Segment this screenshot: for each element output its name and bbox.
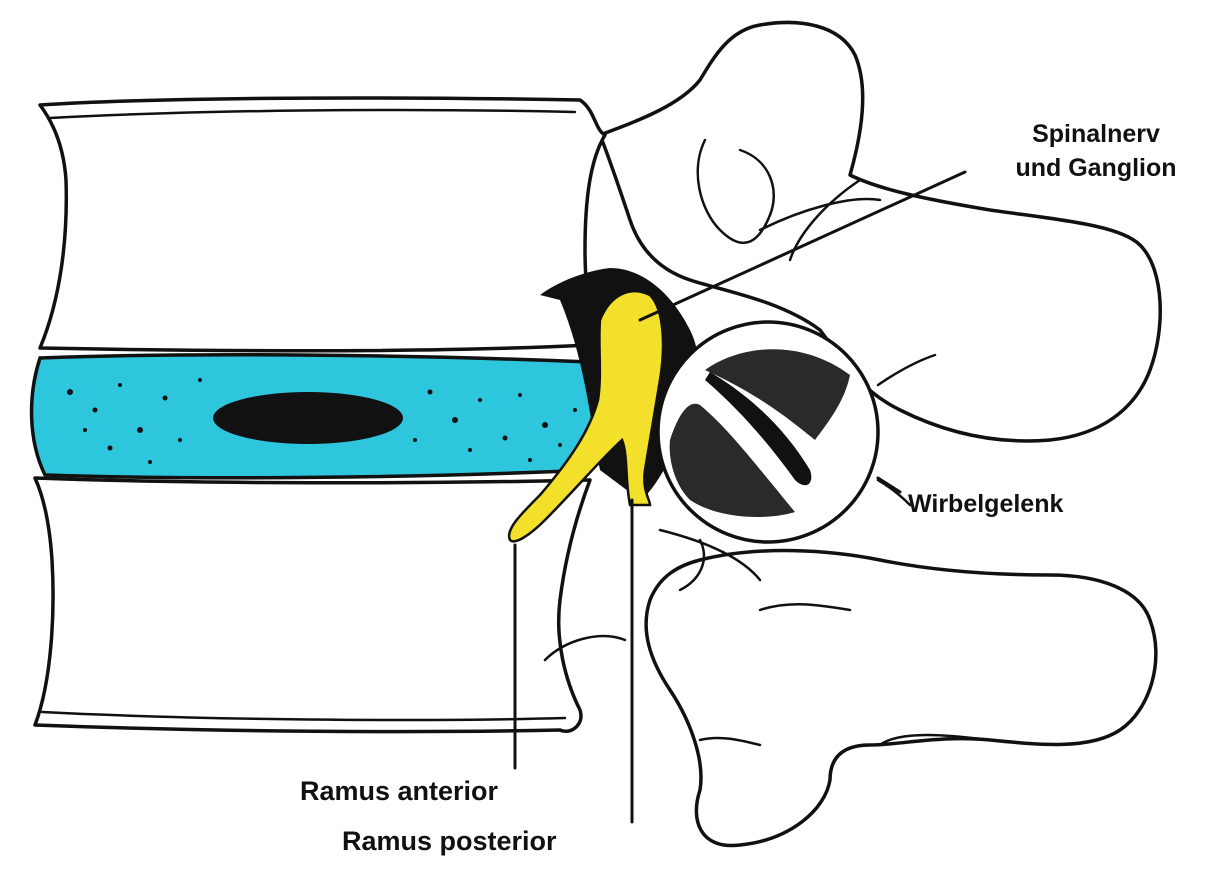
- disc-nucleus: [213, 392, 403, 444]
- label-spinal-nerve-line2: und Ganglion: [1015, 154, 1176, 182]
- lower-spinous-process: [646, 551, 1156, 846]
- label-ramus-posterior: Ramus posterior: [342, 826, 557, 856]
- label-ramus-anterior: Ramus anterior: [300, 776, 499, 806]
- leader-facet-joint: [878, 478, 900, 492]
- lower-vertebral-body: [35, 478, 590, 732]
- label-spinal-nerve-line1: Spinalnerv: [1032, 120, 1160, 148]
- intervertebral-disc: [32, 355, 602, 478]
- label-facet-joint: Wirbelgelenk: [908, 490, 1063, 518]
- upper-vertebral-body: [40, 98, 605, 351]
